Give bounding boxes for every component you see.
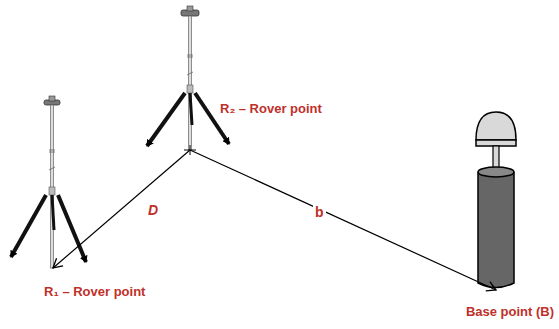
point-label: Base point (B) xyxy=(466,304,554,319)
rover-tripod xyxy=(147,6,229,155)
baseline-vector xyxy=(53,150,190,268)
point-label: R₁ – Rover point xyxy=(44,284,145,299)
survey-point: R₂ – Rover point xyxy=(190,95,350,150)
survey-point: Base point (B) xyxy=(462,290,556,324)
baseline-vector xyxy=(190,150,496,290)
base-station xyxy=(476,112,516,288)
rover-tripod xyxy=(11,96,86,268)
distance-label: b xyxy=(313,204,326,220)
point-label: R₂ – Rover point xyxy=(220,101,322,116)
distance-label: D xyxy=(146,202,160,218)
survey-point: R₁ – Rover point xyxy=(20,268,170,308)
